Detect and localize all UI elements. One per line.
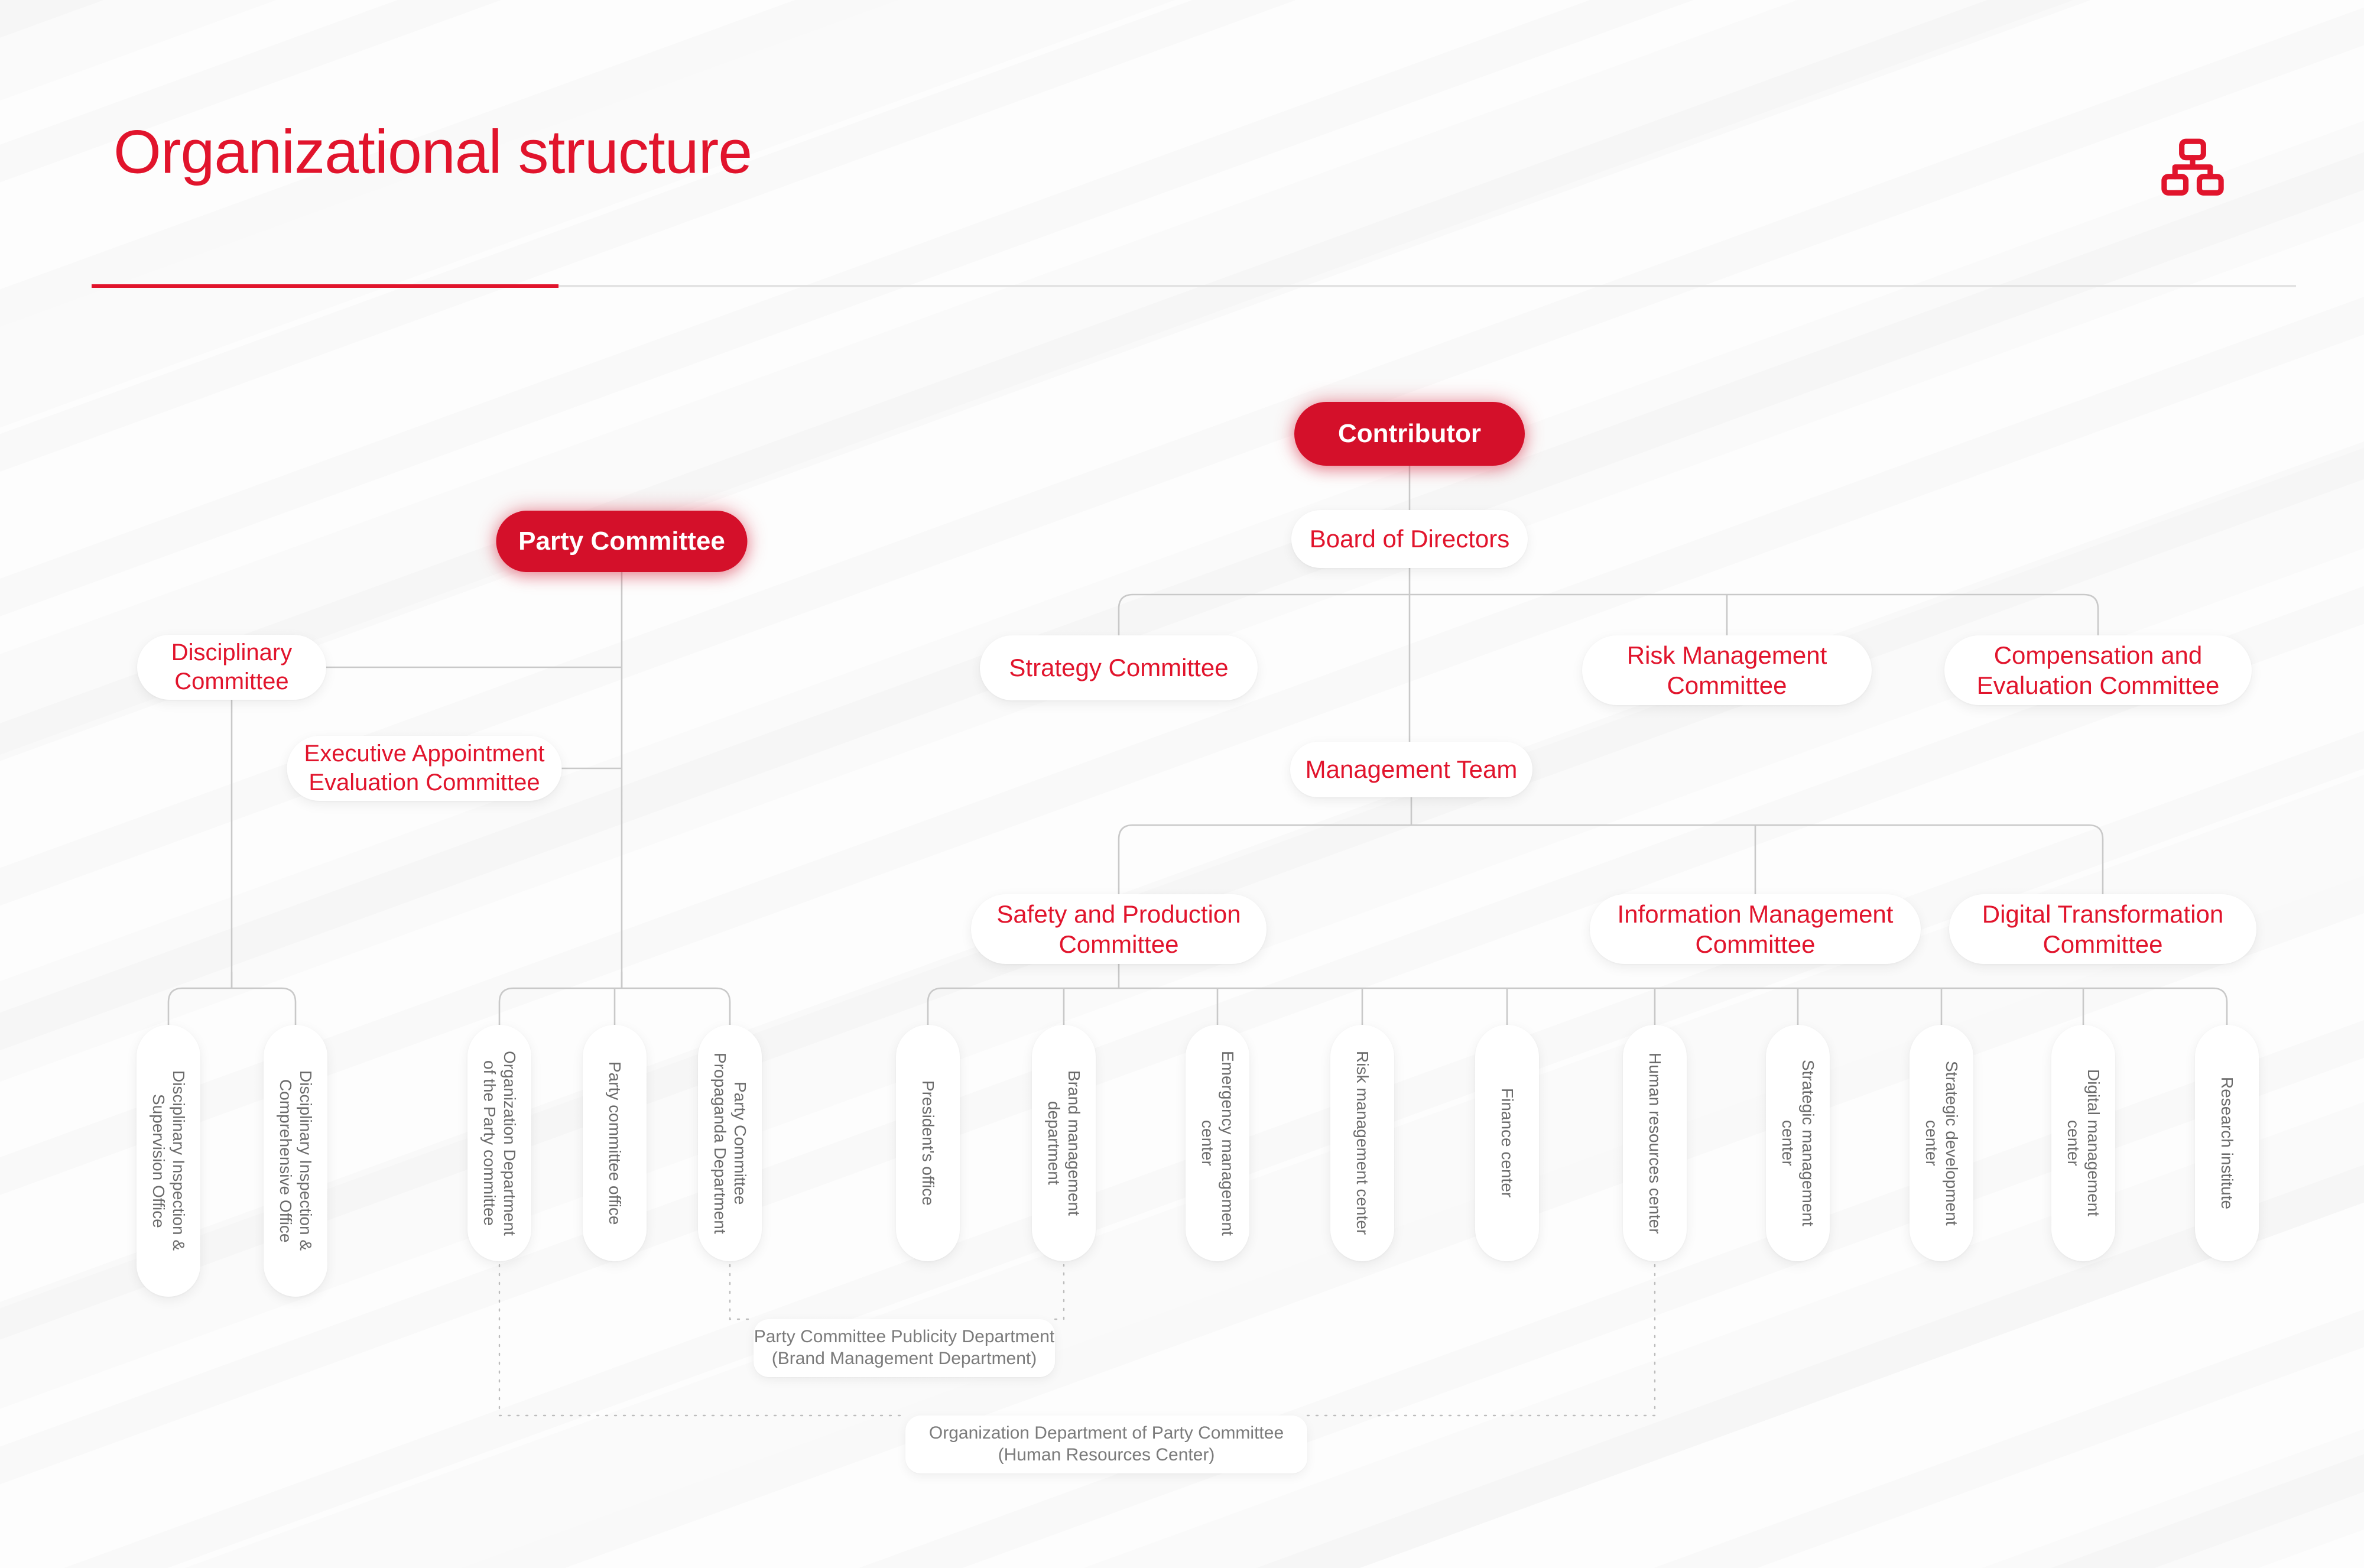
org-chart-icon <box>2161 138 2224 196</box>
node-board-of-directors[interactable]: Board of Directors <box>1291 510 1528 568</box>
leaf-node[interactable]: President's office <box>896 1025 960 1261</box>
page-title: Organizational structure <box>113 118 752 187</box>
header-divider-accent <box>92 284 558 288</box>
leaf-node[interactable]: Disciplinary Inspection &Supervision Off… <box>137 1025 200 1297</box>
leaf-node[interactable]: Finance center <box>1475 1025 1539 1261</box>
leaf-node[interactable]: Research institute <box>2195 1025 2259 1261</box>
header-divider <box>92 285 2296 287</box>
dual-role-note[interactable]: Organization Department of Party Committ… <box>905 1416 1307 1473</box>
leaf-node[interactable]: Disciplinary Inspection &Comprehensive O… <box>264 1025 327 1297</box>
leaf-node[interactable]: Risk management center <box>1330 1025 1394 1261</box>
leaf-node[interactable]: Party committee office <box>583 1025 647 1261</box>
node-contributor[interactable]: Contributor <box>1294 402 1525 466</box>
node-strategy-committee[interactable]: Strategy Committee <box>980 635 1258 700</box>
dual-role-note[interactable]: Party Committee Publicity Department(Bra… <box>754 1319 1055 1377</box>
leaf-node[interactable]: Human resources center <box>1623 1025 1687 1261</box>
node-management-team[interactable]: Management Team <box>1290 742 1532 797</box>
node-party-committee[interactable]: Party Committee <box>496 511 748 572</box>
